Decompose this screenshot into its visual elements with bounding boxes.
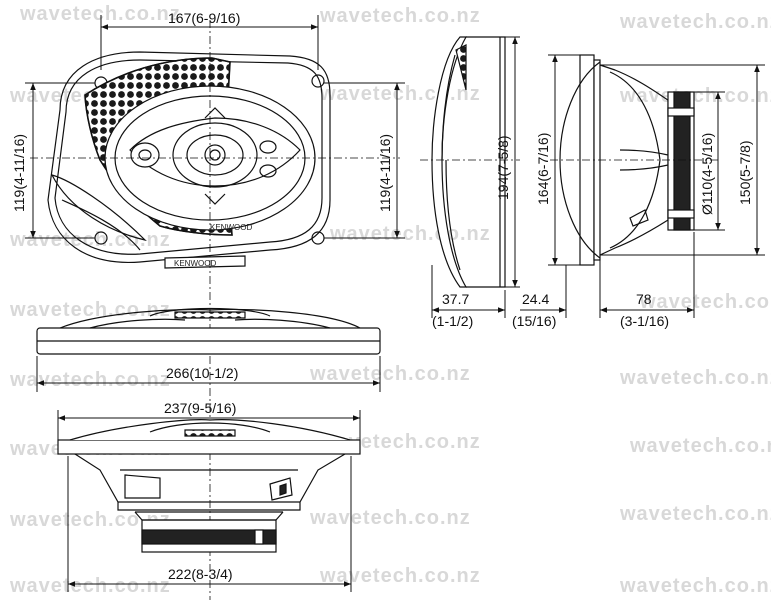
watermark: wavetech.co.nz: [619, 11, 771, 33]
dim-flange-mm: 24.4: [522, 291, 549, 307]
dim-front-width: 167(6-9/16): [168, 10, 240, 26]
watermark: wavetech.co.nz: [619, 85, 771, 107]
front-dimensions: [25, 15, 405, 239]
watermark: wavetech.co.nz: [309, 363, 471, 385]
dim-profile-depth-in: (3-1/16): [620, 313, 669, 329]
watermark: wavetech.co.nz: [319, 565, 481, 587]
front-view: [30, 20, 400, 600]
watermark: wavetech.co.nz: [619, 503, 771, 525]
magnet: [673, 91, 691, 231]
watermark: wavetech.co.nz: [9, 369, 171, 391]
port-left: [50, 174, 147, 242]
watermark: wavetech.co.nz: [19, 3, 181, 25]
watermark: wavetech.co.nz: [9, 299, 171, 321]
tweeter-upper: [259, 140, 277, 154]
watermark: wavetech.co.nz: [9, 229, 171, 251]
tweeter-lower: [259, 164, 277, 178]
magnet-bottom: [141, 529, 277, 545]
dim-bottom-width: 237(9-5/16): [164, 400, 236, 416]
watermark: wavetech.co.nz: [319, 5, 481, 27]
bottom-dimensions: [57, 410, 361, 592]
woofer-cap: [172, 122, 258, 188]
dim-flange-in: (15/16): [512, 313, 556, 329]
watermark: wavetech.co.nz: [629, 435, 771, 457]
dim-front-right-height: 119(4-11/16): [377, 134, 393, 212]
dim-profile-depth-mm: 78: [636, 291, 652, 307]
brand-label: KENWOOD: [174, 259, 216, 268]
watermark: wavetech.co.nz: [329, 223, 491, 245]
dim-top-width: 266(10-1/2): [166, 365, 238, 381]
watermark: wavetech.co.nz: [319, 83, 481, 105]
brand-plate: [164, 255, 246, 269]
top-view: [36, 307, 381, 355]
top-dimensions: [36, 356, 381, 392]
tweeter-left: [130, 142, 160, 168]
dim-side-depth-mm: 37.7: [442, 291, 469, 307]
dim-magnet-diameter: Ø110(4-5/16): [699, 133, 715, 215]
mount-hole: [311, 74, 325, 88]
dim-profile-outer-height: 164(6-7/16): [535, 133, 551, 205]
profile-dimensions: [520, 54, 765, 318]
dim-profile-total-height: 150(5-7/8): [737, 140, 753, 205]
bottom-view: [57, 419, 361, 553]
side-dimensions: [431, 36, 520, 318]
dim-bottom-magnet-width: 222(8-3/4): [168, 566, 233, 582]
dim-side-depth-in: (1-1/2): [432, 313, 473, 329]
watermark: wavetech.co.nz: [619, 575, 771, 597]
watermark: wavetech.co.nz: [619, 367, 771, 389]
watermark: wavetech.co.nz: [309, 507, 471, 529]
front-frame-inner: [54, 59, 323, 255]
brand-label-partial: KENWOOD: [210, 223, 252, 232]
watermark: wavetech.co.nz: [9, 509, 171, 531]
dim-side-height: 194(7-5/8): [495, 135, 511, 200]
dim-front-left-height: 119(4-11/16): [11, 134, 27, 212]
watermark: wavetech.co.nz: [9, 575, 171, 597]
